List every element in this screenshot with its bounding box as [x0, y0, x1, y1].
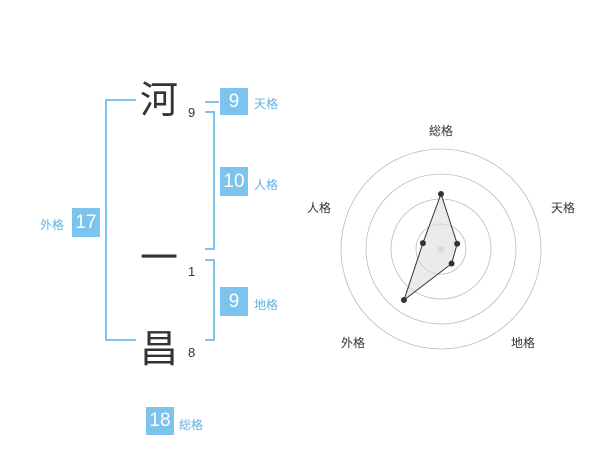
radar-point-1 — [454, 240, 461, 247]
radar-point-0 — [438, 191, 444, 197]
stroke-count-1: 9 — [188, 105, 196, 120]
chikaku-box: 9 — [220, 287, 248, 316]
chikaku-bracket-top — [205, 259, 215, 261]
tenkaku-label: 天格 — [254, 97, 279, 111]
soukaku-label: 総格 — [179, 418, 204, 432]
tenkaku-box: 9 — [220, 88, 248, 115]
axis-label-tenkaku: 天格 — [551, 200, 575, 215]
radar-ring-3 — [365, 173, 517, 325]
radar-polygon — [403, 192, 458, 302]
jinkaku-bracket-bottom — [205, 248, 215, 250]
radar-point-2 — [448, 260, 455, 267]
radar-polygon-group — [403, 192, 458, 302]
stroke-count-3: 8 — [188, 345, 196, 360]
gaikaku-label: 外格 — [40, 218, 65, 232]
gaikaku-bracket-bottom — [105, 339, 136, 341]
radar-points — [400, 191, 461, 303]
name-char-1: 河 — [140, 78, 179, 122]
stroke-count-2: 1 — [188, 264, 196, 279]
radar-point-4 — [419, 240, 426, 247]
radar-ring-4 — [340, 148, 542, 350]
tenkaku-bracket — [205, 101, 219, 103]
name-char-3: 昌 — [140, 327, 179, 371]
chikaku-label: 地格 — [254, 298, 279, 312]
name-char-2: 一 — [140, 236, 179, 280]
chikaku-bracket-side — [213, 259, 215, 341]
axis-label-gaikaku: 外格 — [341, 335, 365, 350]
jinkaku-label: 人格 — [254, 178, 279, 192]
chikaku-bracket-bottom — [205, 339, 215, 341]
soukaku-box: 18 — [146, 407, 174, 435]
jinkaku-box: 10 — [220, 167, 248, 196]
jinkaku-bracket-side — [213, 111, 215, 250]
axis-label-chikaku: 地格 — [511, 335, 535, 350]
jinkaku-bracket-top — [205, 111, 215, 113]
gaikaku-bracket-side — [105, 99, 107, 341]
gaikaku-box: 17 — [72, 208, 100, 237]
axis-label-soukaku: 総格 — [429, 123, 453, 138]
axis-label-jinkaku: 人格 — [307, 200, 331, 215]
gaikaku-bracket-top — [105, 99, 136, 101]
radar-point-3 — [400, 296, 407, 303]
